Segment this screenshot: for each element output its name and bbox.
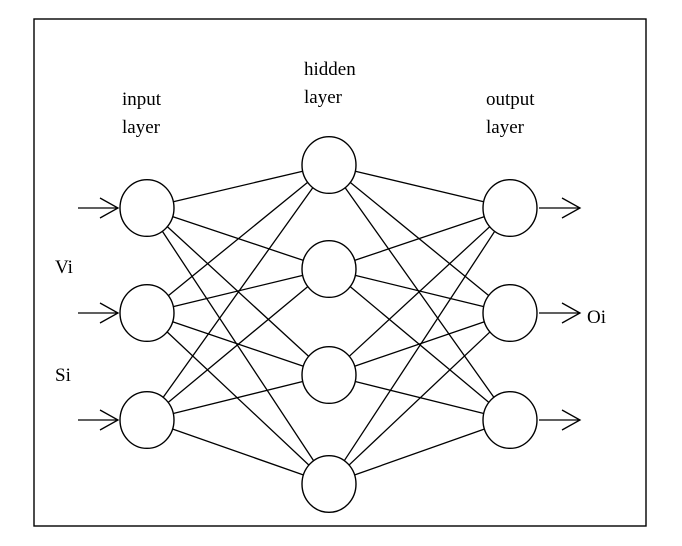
input-layer-label-line1: input <box>122 89 162 110</box>
connection-input2-hidden1 <box>167 181 309 297</box>
output-arrow-1 <box>539 197 582 219</box>
hidden-neuron-4 <box>301 454 357 514</box>
input-neuron-3 <box>119 390 175 450</box>
output-arrow-2 <box>539 302 582 324</box>
input-si-label: Si <box>55 365 71 386</box>
neurons <box>119 135 538 514</box>
input-arrow-1 <box>78 197 120 219</box>
connection-input1-hidden1 <box>173 170 303 203</box>
connection-hidden3-output1 <box>348 225 491 358</box>
connection-input2-hidden2 <box>173 274 303 308</box>
connection-input1-hidden4 <box>161 230 315 462</box>
connection-input3-hidden2 <box>167 285 309 404</box>
input-arrow-2 <box>78 302 120 324</box>
hidden-layer-label-line1: hidden <box>304 59 356 80</box>
hidden-neuron-3 <box>301 345 357 405</box>
input-arrow-3 <box>78 409 120 431</box>
output-neuron-2 <box>482 283 538 343</box>
connection-input3-hidden1 <box>162 186 314 399</box>
input-vi-label: Vi <box>55 257 73 278</box>
input-neuron-2 <box>119 283 175 343</box>
input-neuron-1 <box>119 178 175 238</box>
output-neuron-1 <box>482 178 538 238</box>
connection-hidden3-output2 <box>354 321 485 367</box>
connection-hidden1-output3 <box>344 186 495 399</box>
connection-hidden3-output3 <box>355 380 484 415</box>
hidden-layer-label-line2: layer <box>304 87 343 108</box>
output-layer-label-line1: output <box>486 89 535 110</box>
hidden-neuron-1 <box>301 135 357 195</box>
output-arrow-3 <box>539 409 582 431</box>
io-arrows <box>78 197 582 431</box>
diagram-frame <box>33 18 647 527</box>
input-layer-label-line2: layer <box>122 117 161 138</box>
hidden-neuron-2 <box>301 239 357 299</box>
connection-hidden1-output1 <box>355 170 484 203</box>
connection-hidden4-output2 <box>348 331 491 466</box>
output-oi-label: Oi <box>587 307 606 328</box>
connection-hidden4-output1 <box>343 230 496 462</box>
connection-hidden4-output3 <box>354 428 485 476</box>
output-neuron-3 <box>482 390 538 450</box>
connection-input3-hidden3 <box>173 380 303 415</box>
connection-input3-hidden4 <box>172 428 304 476</box>
output-layer-label-line2: layer <box>486 117 525 138</box>
connection-hidden2-output1 <box>354 216 485 261</box>
connection-input2-hidden4 <box>166 331 310 466</box>
connections <box>161 170 496 476</box>
